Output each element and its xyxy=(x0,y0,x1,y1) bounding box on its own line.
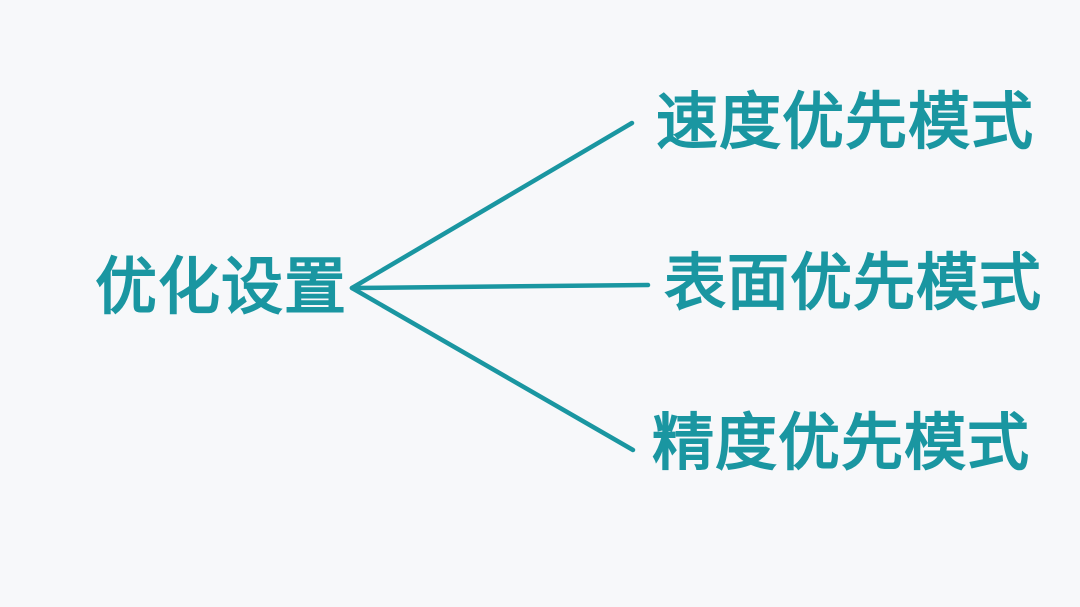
branch-label-surface-priority: 表面优先模式 xyxy=(664,249,1043,318)
connector-line-top xyxy=(349,120,635,291)
branch-label-speed-priority: 速度优先模式 xyxy=(656,88,1035,157)
connector-line-middle xyxy=(349,282,651,291)
root-node-label: 优化设置 xyxy=(95,253,348,322)
connector-line-bottom xyxy=(349,285,636,453)
branch-label-precision-priority: 精度优先模式 xyxy=(652,409,1031,478)
